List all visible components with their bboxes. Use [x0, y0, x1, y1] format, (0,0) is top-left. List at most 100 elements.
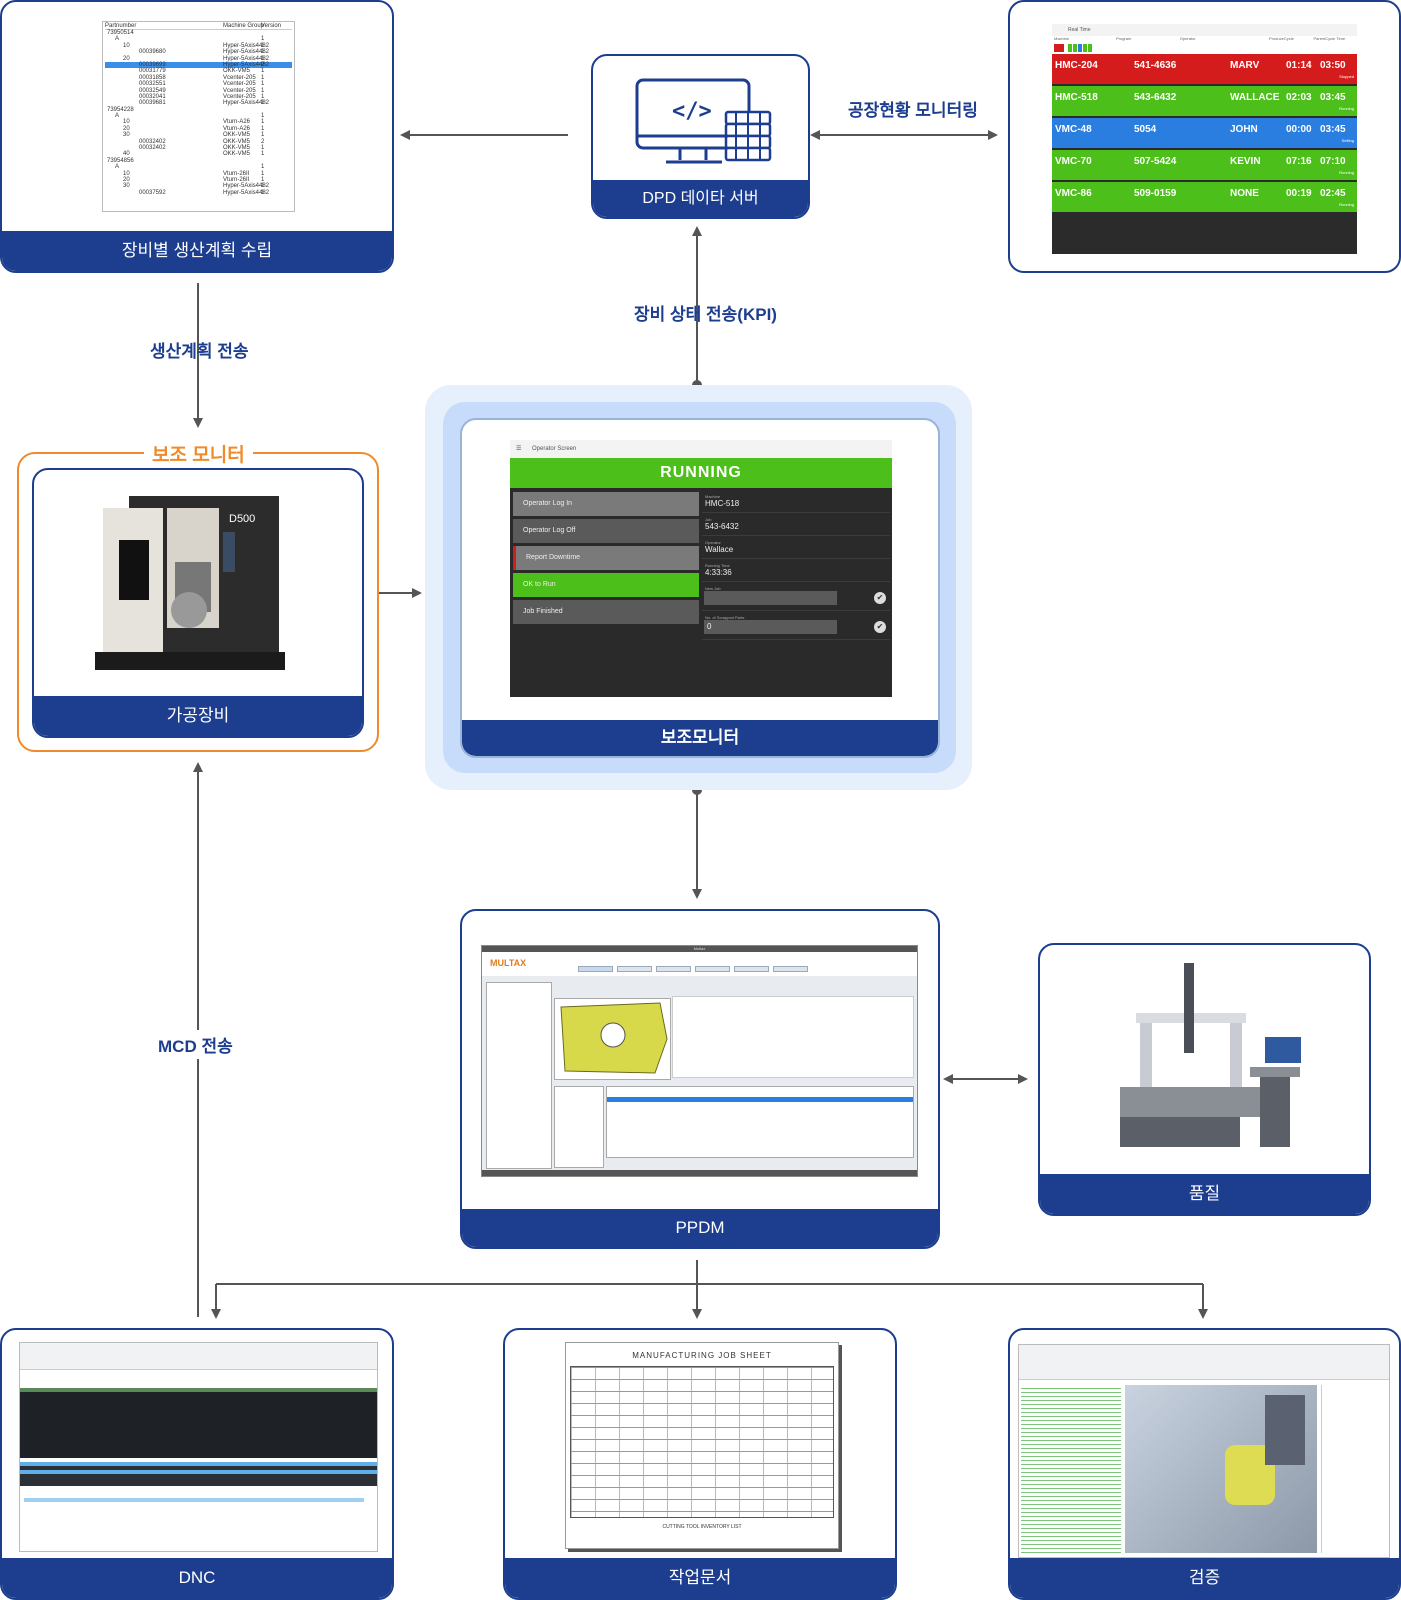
plan-tree-column: Partnumber: [105, 23, 137, 29]
realtime-cell: 03:45: [1320, 124, 1346, 135]
realtime-cell: 03:50: [1320, 60, 1346, 71]
plan-tree-cell: 00037592: [139, 189, 166, 196]
plan-tree-cell: Vcenter-205: [223, 87, 256, 94]
plan-tree-cell: 1: [261, 49, 265, 56]
operator-field-label: Running Time: [705, 563, 730, 568]
operator-field-value: Wallace: [705, 545, 734, 554]
confirm-icon[interactable]: ✔: [874, 592, 886, 604]
plan-tree-cell: A: [115, 164, 120, 171]
operator-button-operator-log-off[interactable]: Operator Log Off: [513, 519, 699, 543]
realtime-cell: MARV: [1230, 60, 1260, 71]
realtime-cell: HMC-518: [1055, 92, 1098, 103]
realtime-status: Running: [1339, 106, 1354, 111]
operator-button-ok-to-run[interactable]: OK to Run: [513, 573, 699, 597]
machine-label: 가공장비: [34, 696, 362, 736]
realtime-cell: 02:45: [1320, 188, 1346, 199]
ppdm-screenshot: Multax MULTAX: [481, 945, 918, 1177]
plan-tree-cell: 1: [261, 42, 265, 49]
realtime-cell: HMC-204: [1055, 60, 1098, 71]
menu-icon[interactable]: ☰: [516, 446, 522, 452]
operator-field-value: 4:33:36: [705, 568, 732, 577]
server-code-icon: </>: [635, 78, 772, 164]
realtime-column: Program: [1115, 36, 1132, 41]
ppdm-card: Multax MULTAX PPDM: [460, 909, 940, 1249]
machine-image: D500: [95, 496, 285, 670]
plan-tree-cell: 1: [261, 183, 265, 190]
ppdm-label: PPDM: [462, 1209, 938, 1247]
plan-tree-cell: 10: [123, 42, 130, 49]
plan-tree-cell: 00032551: [139, 81, 166, 88]
realtime-cell: 509-0159: [1134, 188, 1177, 199]
realtime-column: ProduceCycle: [1268, 36, 1294, 41]
plan-tree-cell: 10: [123, 119, 130, 126]
realtime-cell: JOHN: [1230, 124, 1258, 135]
realtime-status: Running: [1339, 170, 1354, 175]
plan-tree-cell: A: [115, 36, 120, 43]
realtime-cell: 5054: [1134, 124, 1157, 135]
workdoc-card: MANUFACTURING JOB SHEET CUTTING TOOL INV…: [503, 1328, 897, 1600]
confirm-icon[interactable]: ✔: [874, 621, 886, 633]
realtime-cell: NONE: [1230, 188, 1259, 199]
operator-field-label: New Job: [705, 586, 721, 591]
plan-tree-cell: 1: [261, 125, 265, 132]
plan-tree-cell: 20: [123, 55, 130, 62]
realtime-cell: VMC-86: [1055, 188, 1092, 199]
edge-label-factory-monitoring: 공장현황 모니터링: [848, 101, 978, 120]
plan-tree-cell: 2: [261, 138, 265, 145]
quality-card: 품질: [1038, 943, 1371, 1216]
operator-button-job-finished[interactable]: Job Finished: [513, 600, 699, 624]
edge-label-kpi: 장비 상태 전송(KPI): [634, 305, 777, 324]
plan-tree-cell: 73950514: [107, 30, 134, 36]
plan-tree-row[interactable]: 73950514: [105, 30, 292, 36]
operator-field[interactable]: New Job ✔: [702, 584, 890, 611]
plan-tree-cell: 30: [123, 183, 130, 190]
realtime-cell: 01:14: [1286, 60, 1312, 71]
plan-tree-cell: Vturn-26II: [223, 176, 250, 183]
server-label: DPD 데이타 서버: [593, 180, 808, 217]
verify-screenshot: [1018, 1344, 1390, 1558]
plan-tree-row[interactable]: 73954856: [105, 158, 292, 164]
plan-tree-cell: 00039680: [139, 49, 166, 56]
operator-button-operator-log-in[interactable]: Operator Log In: [513, 492, 699, 516]
realtime-cell: 507-5424: [1134, 156, 1177, 167]
plan-tree-cell: OKK-VM5: [223, 138, 251, 145]
plan-tree-cell: 00039699: [139, 61, 166, 68]
plan-tree-cell: Hyper-5Axis4482: [223, 42, 270, 49]
realtime-cell: 07:10: [1320, 156, 1346, 167]
plan-tree-row[interactable]: 73954228: [105, 107, 292, 113]
plan-tree-cell: Vcenter-205: [223, 93, 256, 100]
operator-button-report-downtime[interactable]: Report Downtime: [513, 546, 699, 570]
